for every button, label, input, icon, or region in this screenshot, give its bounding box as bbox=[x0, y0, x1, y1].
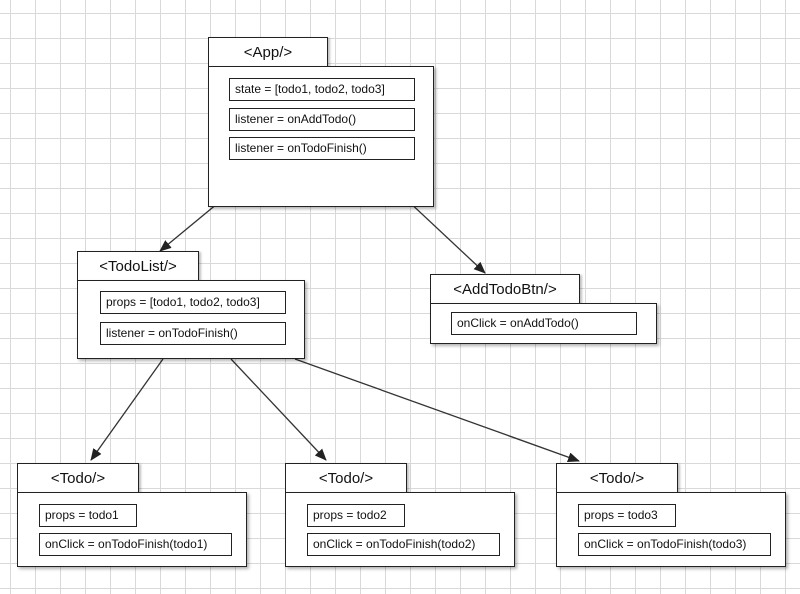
app-component-body: state = [todo1, todo2, todo3] listener =… bbox=[208, 66, 434, 207]
todolist-component-body: props = [todo1, todo2, todo3] listener =… bbox=[77, 280, 305, 359]
todo2-component-title: <Todo/> bbox=[285, 463, 407, 493]
todo3-component-title: <Todo/> bbox=[556, 463, 678, 493]
app-state-field: state = [todo1, todo2, todo3] bbox=[229, 78, 415, 101]
app-listener-finish-field: listener = onTodoFinish() bbox=[229, 137, 415, 160]
addtodobtn-onclick-field: onClick = onAddTodo() bbox=[451, 312, 637, 335]
todo3-props-field: props = todo3 bbox=[578, 504, 676, 527]
todo1-onclick-field: onClick = onTodoFinish(todo1) bbox=[39, 533, 232, 556]
addtodobtn-component-body: onClick = onAddTodo() bbox=[430, 303, 657, 344]
app-listener-add-field: listener = onAddTodo() bbox=[229, 108, 415, 131]
edge-todolist-to-todo1 bbox=[90, 358, 164, 461]
todolist-props-field: props = [todo1, todo2, todo3] bbox=[100, 291, 286, 314]
edge-todolist-to-todo2 bbox=[230, 358, 327, 461]
todo1-component-title: <Todo/> bbox=[17, 463, 139, 493]
todolist-component-title: <TodoList/> bbox=[77, 251, 199, 281]
todo1-component-body: props = todo1 onClick = onTodoFinish(tod… bbox=[17, 492, 247, 567]
edge-todolist-to-todo3 bbox=[294, 358, 580, 462]
todo3-component-body: props = todo3 onClick = onTodoFinish(tod… bbox=[556, 492, 786, 567]
todo3-onclick-field: onClick = onTodoFinish(todo3) bbox=[578, 533, 771, 556]
todo2-onclick-field: onClick = onTodoFinish(todo2) bbox=[307, 533, 500, 556]
addtodobtn-component-title: <AddTodoBtn/> bbox=[430, 274, 580, 304]
todo2-props-field: props = todo2 bbox=[307, 504, 405, 527]
app-component-title: <App/> bbox=[208, 37, 328, 67]
todolist-listener-field: listener = onTodoFinish() bbox=[100, 322, 286, 345]
todo1-props-field: props = todo1 bbox=[39, 504, 137, 527]
todo2-component-body: props = todo2 onClick = onTodoFinish(tod… bbox=[285, 492, 515, 567]
